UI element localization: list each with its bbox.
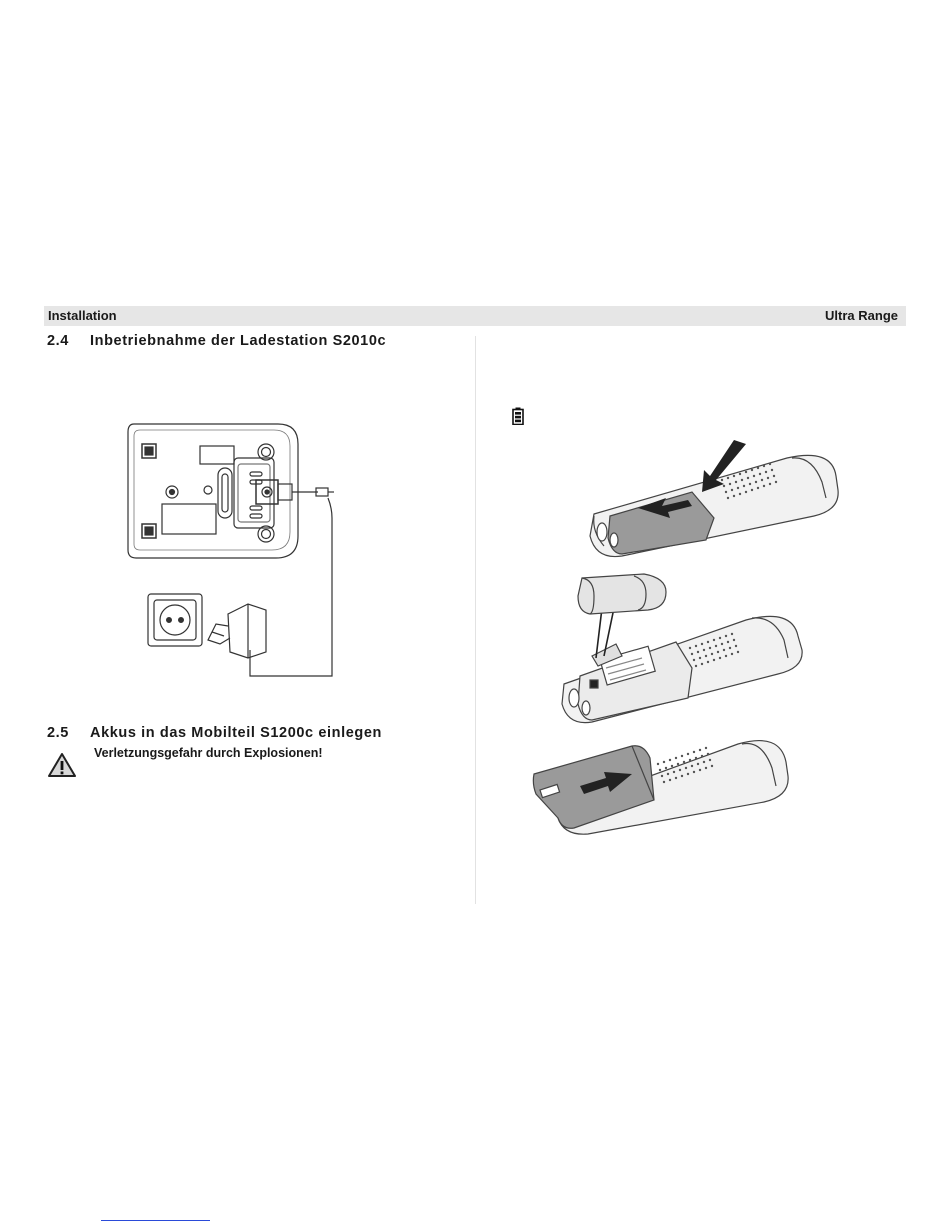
- section-title: Akkus in das Mobilteil S1200c einlegen: [90, 725, 382, 741]
- warning-text: Verletzungsgefahr durch Explosionen!: [94, 746, 323, 760]
- charging-station-illustration: [120, 418, 342, 680]
- footer-link-underline: [101, 1220, 210, 1221]
- header-chapter: Installation: [48, 308, 117, 323]
- section-title: Inbetriebnahme der Ladestation S2010c: [90, 333, 386, 349]
- battery-icon: [512, 407, 524, 425]
- running-header: Installation Ultra Range: [44, 306, 906, 326]
- handset-close-cover-illustration: [528, 724, 794, 836]
- section-number: 2.5: [47, 725, 90, 741]
- column-divider: [475, 336, 476, 904]
- handset-open-cover-illustration: [582, 436, 844, 560]
- handset-insert-battery-illustration: [556, 568, 812, 728]
- header-product: Ultra Range: [825, 308, 898, 323]
- warning-triangle-icon: [47, 752, 77, 778]
- section-number: 2.4: [47, 333, 90, 349]
